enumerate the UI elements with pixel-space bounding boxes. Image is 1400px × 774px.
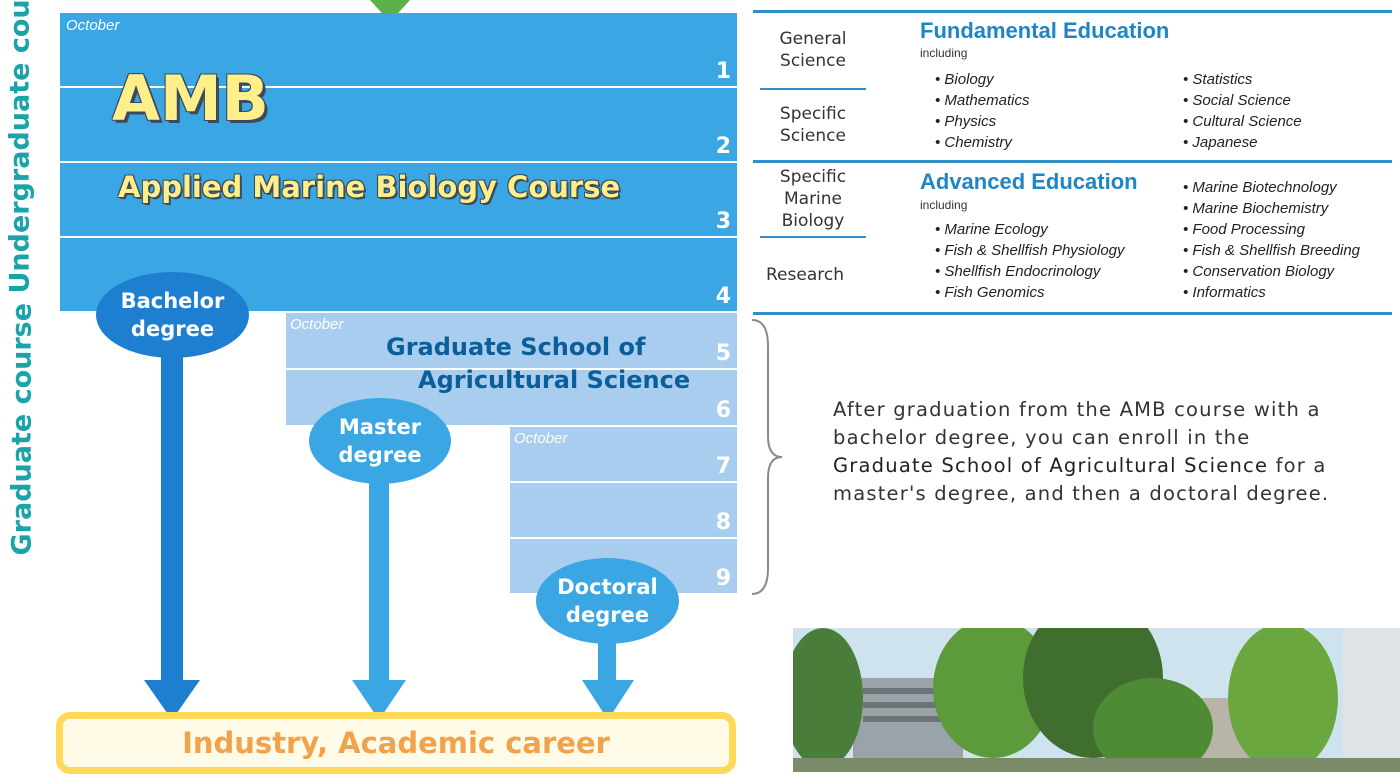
october-label: October: [66, 17, 120, 34]
specific-science-cell: Specific Science: [779, 104, 847, 146]
master-degree-badge: Master degree: [309, 398, 451, 484]
year-band-8: 8: [510, 483, 737, 537]
year-number: 5: [715, 341, 731, 366]
career-label: Industry, Academic career: [182, 726, 610, 760]
year-band-3: 3: [60, 163, 737, 236]
list-item: • Biology: [935, 71, 994, 88]
badge-line2: degree: [338, 443, 422, 467]
general-science-cell: General Science: [779, 29, 847, 71]
research-cell: Research: [766, 265, 844, 285]
list-item: • Marine Biotechnology: [1183, 179, 1337, 196]
year-number: 1: [715, 59, 731, 84]
specific-marine-biology-cell: Specific Marine Biology: [779, 167, 847, 231]
campus-photo-illustration: [793, 628, 1400, 772]
bachelor-degree-badge: Bachelor degree: [96, 272, 249, 358]
list-item: • Japanese: [1183, 134, 1258, 151]
year-number: 6: [715, 398, 731, 423]
october-label: October: [514, 430, 568, 447]
advanced-list-col1: • Marine Ecology • Fish & Shellfish Phys…: [935, 219, 1125, 303]
degree-arrows: [144, 330, 634, 720]
year-number: 4: [715, 284, 731, 309]
table-middle-line: [753, 160, 1392, 163]
list-item: • Mathematics: [935, 92, 1030, 109]
campus-photo: [793, 628, 1400, 772]
year-band-7: October 7: [510, 427, 737, 481]
list-item: • Fish Genomics: [935, 284, 1045, 301]
left-divider-1: [760, 88, 866, 90]
doctoral-arrow-head: [582, 680, 634, 720]
list-item: • Conservation Biology: [1183, 263, 1335, 280]
year-band-1: October 1: [60, 13, 737, 86]
graduate-school-title-line2: Agricultural Science: [418, 366, 691, 394]
year-number: 3: [715, 209, 731, 234]
graduation-paragraph: After graduation from the AMB course wit…: [833, 398, 1330, 505]
year-band-5: October 5: [286, 313, 737, 368]
amb-title: AMB: [112, 62, 269, 135]
list-item: • Fish & Shellfish Breeding: [1183, 242, 1361, 259]
doctoral-degree-badge: Doctoral degree: [536, 558, 679, 644]
list-item: • Informatics: [1183, 284, 1266, 301]
list-item: • Marine Biochemistry: [1183, 200, 1329, 217]
year-number: 7: [715, 454, 731, 479]
list-item: • Chemistry: [935, 134, 1012, 151]
year-number: 9: [715, 566, 731, 591]
graduate-school-title-line1: Graduate School of: [386, 333, 646, 361]
year-number: 8: [715, 510, 731, 535]
top-arrow-icon: [370, 0, 410, 22]
master-arrow-shaft: [369, 460, 389, 680]
list-item: • Statistics: [1183, 71, 1253, 88]
fundamental-including: including: [920, 46, 968, 60]
advanced-education-title: Advanced Education: [920, 169, 1138, 194]
table-bottom-line: [753, 312, 1392, 315]
master-arrow-head: [352, 680, 406, 720]
year-number: 2: [715, 134, 731, 159]
badge-line1: Master: [338, 415, 422, 439]
fundamental-list-col2: • Statistics • Social Science • Cultural…: [1183, 69, 1302, 153]
badge-line2: degree: [130, 317, 215, 341]
year-band-2: 2: [60, 88, 737, 161]
list-item: • Food Processing: [1183, 221, 1305, 238]
october-label: October: [290, 316, 344, 333]
list-item: • Marine Ecology: [935, 221, 1048, 238]
list-item: • Shellfish Endocrinology: [935, 263, 1101, 280]
advanced-list-col2: • Marine Biotechnology • Marine Biochemi…: [1183, 177, 1360, 303]
fundamental-education-title: Fundamental Education: [920, 18, 1170, 43]
badge-line1: Bachelor: [120, 289, 225, 313]
badge-line2: degree: [565, 603, 650, 627]
table-top-line: [753, 10, 1392, 13]
career-box: Industry, Academic career: [56, 712, 736, 774]
advanced-including: including: [920, 198, 968, 212]
left-divider-2: [760, 236, 866, 238]
list-item: • Cultural Science: [1183, 113, 1302, 130]
badge-line1: Doctoral: [557, 575, 658, 599]
bachelor-arrow-shaft: [161, 330, 183, 680]
fundamental-list-col1: • Biology • Mathematics • Physics • Chem…: [935, 69, 1029, 153]
list-item: • Physics: [935, 113, 997, 130]
amb-subtitle: Applied Marine Biology Course: [118, 170, 621, 204]
graduate-school-highlight: Graduate School of Agricultural Science: [833, 454, 1269, 477]
curly-brace-icon: [751, 319, 783, 595]
bachelor-arrow-head: [144, 680, 200, 720]
list-item: • Social Science: [1183, 92, 1291, 109]
list-item: • Fish & Shellfish Physiology: [935, 242, 1125, 259]
